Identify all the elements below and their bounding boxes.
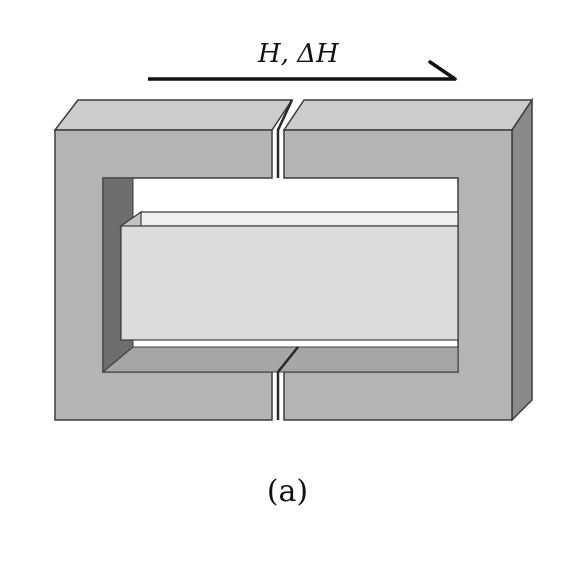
top-air-gap bbox=[276, 99, 294, 178]
core-top-face-left bbox=[53, 99, 294, 131]
field-label: H, ΔH bbox=[257, 39, 340, 69]
sample-front-face bbox=[120, 225, 459, 341]
core-top-face-right bbox=[282, 99, 534, 131]
field-arrow bbox=[148, 60, 457, 81]
magnetic-core bbox=[53, 97, 534, 422]
field-arrow-head bbox=[428, 60, 457, 81]
sample-top-face bbox=[119, 211, 459, 227]
core-inner-bottom-ledge bbox=[101, 346, 459, 373]
figure-caption: (a) bbox=[266, 474, 309, 509]
sample-block bbox=[119, 210, 459, 342]
core-right-side-face bbox=[511, 97, 533, 422]
bottom-air-gap bbox=[276, 346, 299, 420]
